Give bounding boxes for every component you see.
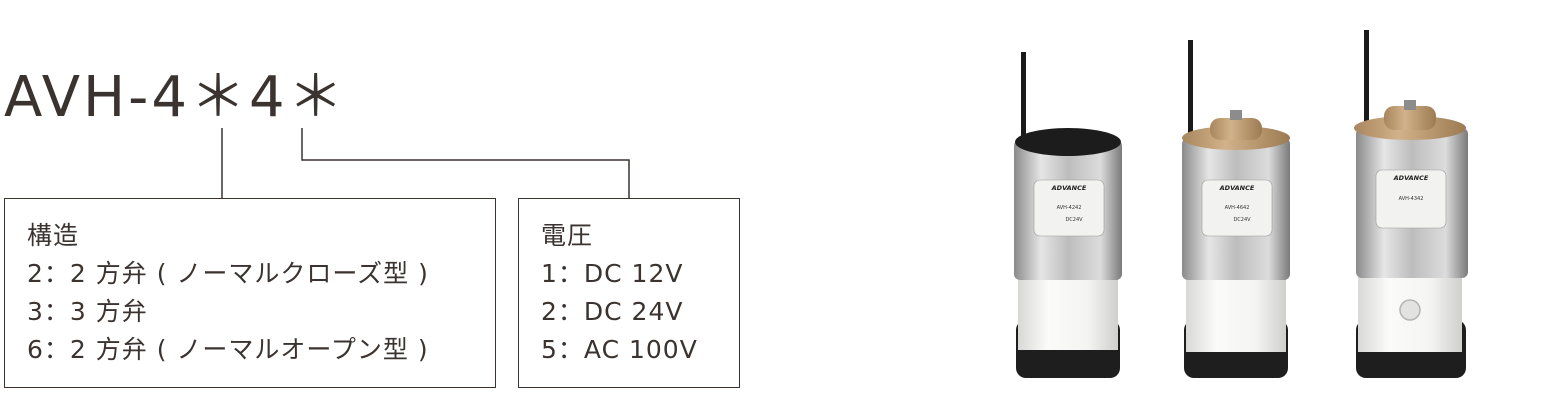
brand-label: ADVANCE xyxy=(1051,184,1087,192)
brand-label: ADVANCE xyxy=(1393,174,1429,182)
voltage-label: DC24V xyxy=(1233,217,1251,223)
valve-photo-1: ADVANCE AVH-4242 DC24V xyxy=(1014,52,1122,378)
structure-option: 3：3 方弁 xyxy=(27,297,148,326)
black-cap xyxy=(1015,128,1121,156)
structure-option: 2：2 方弁 ( ノーマルクローズ型 ) xyxy=(27,259,429,288)
structure-box: 構造 2：2 方弁 ( ノーマルクローズ型 ) 3：3 方弁 6：2 方弁 ( … xyxy=(4,198,496,388)
model-label: AVH-4642 xyxy=(1225,205,1250,211)
valve-photo-2: ADVANCE AVH-4642 DC24V xyxy=(1182,40,1290,378)
brand-label: ADVANCE xyxy=(1219,184,1255,192)
nameplate xyxy=(1375,169,1447,229)
valve-photo-3: ADVANCE AVH-4342 xyxy=(1354,30,1468,378)
voltage-box: 電圧 1：DC 12V 2：DC 24V 5：AC 100V xyxy=(518,198,740,388)
voltage-option: 2：DC 24V xyxy=(541,297,684,326)
structure-option: 6：2 方弁 ( ノーマルオープン型 ) xyxy=(27,335,429,364)
voltage-option: 1：DC 12V xyxy=(541,259,684,288)
voltage-label: DC24V xyxy=(1065,217,1083,223)
model-code: AVH-4＊4＊ xyxy=(4,65,347,130)
product-photos: ADVANCE AVH-4242 DC24V ADVANCE AVH-4642 … xyxy=(1014,30,1468,378)
voltage-option: 5：AC 100V xyxy=(541,335,698,364)
model-label: AVH-4342 xyxy=(1399,196,1424,202)
voltage-heading: 電圧 xyxy=(541,221,594,250)
port-hole xyxy=(1399,299,1421,321)
structure-heading: 構造 xyxy=(27,221,80,250)
nameplate xyxy=(1201,179,1273,237)
voltage-connector xyxy=(301,128,630,198)
nameplate xyxy=(1033,179,1105,237)
model-label: AVH-4242 xyxy=(1057,205,1082,211)
